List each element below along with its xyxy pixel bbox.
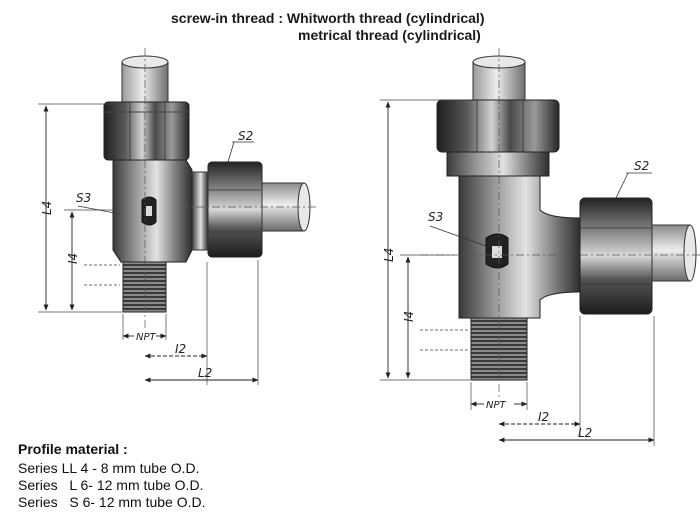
- dim-l4-label-large: L4: [382, 248, 396, 262]
- series-line-ll: Series LL 4 - 8 mm tube O.D.: [18, 460, 200, 476]
- series-line-l: Series L 6- 12 mm tube O.D.: [18, 477, 204, 493]
- dim-s3-label-large: S3: [428, 210, 443, 224]
- dim-i2-label: I2: [175, 342, 186, 356]
- top-nut: [103, 101, 190, 161]
- dim-i4-label: I4: [66, 253, 80, 264]
- dim-i4-label-large: I4: [402, 311, 416, 322]
- fitting-small: L4 I4 S3 S2 NPT I2 L2: [38, 48, 318, 385]
- dim-i2-label-large: I2: [538, 410, 549, 424]
- side-nut: [207, 161, 263, 258]
- side-nut-large: [579, 197, 653, 315]
- thread-stud: [122, 261, 167, 313]
- series-line-s: Series S 6- 12 mm tube O.D.: [18, 494, 206, 510]
- dim-s2-label-large: S2: [634, 159, 649, 173]
- page-header: screw-in thread : Whitworth thread (cyli…: [0, 6, 700, 46]
- profile-material-title: Profile material :: [18, 441, 128, 457]
- dim-npt-label: NPT: [136, 332, 157, 343]
- profile-material-block: Profile material : Series LL 4 - 8 mm tu…: [18, 441, 318, 511]
- thread-type-line-1: screw-in thread : Whitworth thread (cyli…: [171, 10, 485, 26]
- fitting-large: L4 I4 S3 S2 NPT I2 L2: [380, 48, 700, 446]
- dim-l2-label: L2: [198, 366, 212, 380]
- thread-type-line-2: metrical thread (cylindrical): [298, 27, 481, 43]
- dim-npt-label-large: NPT: [486, 400, 507, 411]
- top-nut-large: [436, 99, 560, 153]
- dim-l4-label: L4: [40, 201, 54, 215]
- dim-l2-label-large: L2: [578, 426, 592, 440]
- tee-body: [458, 175, 581, 319]
- dim-s3-label: S3: [76, 191, 91, 205]
- dim-s2-label: S2: [238, 129, 253, 143]
